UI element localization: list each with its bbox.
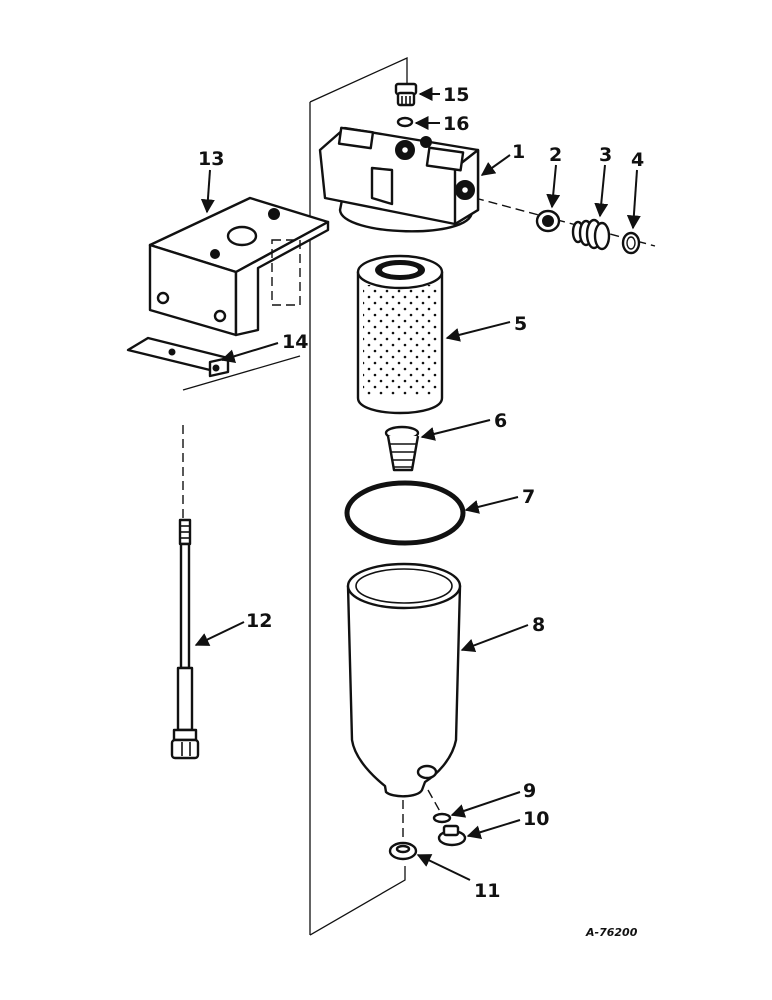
part-10-plug	[437, 824, 467, 847]
callout-16: 16	[443, 113, 469, 135]
callout-labels: 15 16 1 2 3 4 13 14 5 6 7 8 12 9 10 11	[198, 84, 644, 902]
leader-2	[546, 164, 561, 209]
leader-12	[194, 621, 245, 646]
leader-1	[480, 154, 511, 176]
part-15-plug	[394, 82, 418, 107]
leader-5	[445, 321, 511, 342]
part-16-washer	[396, 116, 414, 128]
callout-1: 1	[512, 141, 525, 163]
callout-13: 13	[198, 148, 224, 170]
part-8-bowl	[346, 562, 462, 798]
callout-4: 4	[631, 149, 644, 171]
leader-14	[220, 342, 279, 364]
callout-6: 6	[494, 410, 507, 432]
leader-3	[594, 164, 609, 218]
callout-8: 8	[532, 614, 545, 636]
leader-lines	[194, 87, 641, 881]
reference-code: A-76200	[585, 926, 638, 939]
callout-11: 11	[474, 880, 500, 902]
leader-4	[626, 169, 641, 230]
part-4-snap-ring	[621, 231, 641, 255]
leader-11	[416, 854, 471, 881]
part-9-gasket	[432, 812, 452, 824]
part-7-gasket	[344, 480, 466, 546]
callout-15: 15	[443, 84, 469, 106]
leader-10	[466, 819, 521, 839]
callout-7: 7	[522, 486, 535, 508]
part-3-spring	[571, 218, 611, 251]
part-2-sleeve	[535, 209, 561, 233]
callout-10: 10	[523, 808, 549, 830]
leader-6	[420, 419, 491, 441]
part-14-plate	[126, 336, 301, 391]
part-12-bolt	[170, 518, 200, 760]
leader-8	[460, 624, 529, 653]
callout-14: 14	[282, 331, 308, 353]
part-1-filter-head	[318, 126, 480, 233]
part-5-filter-element	[356, 254, 444, 415]
callout-2: 2	[549, 144, 562, 166]
leader-9	[450, 791, 521, 818]
part-13-bracket	[148, 196, 330, 337]
callout-3: 3	[599, 144, 612, 166]
callout-5: 5	[514, 313, 527, 335]
leader-13	[200, 169, 215, 214]
callout-12: 12	[246, 610, 272, 632]
part-6-spring	[384, 425, 420, 472]
callout-9: 9	[523, 780, 536, 802]
part-11-washer	[388, 841, 418, 861]
leader-7	[464, 496, 519, 514]
